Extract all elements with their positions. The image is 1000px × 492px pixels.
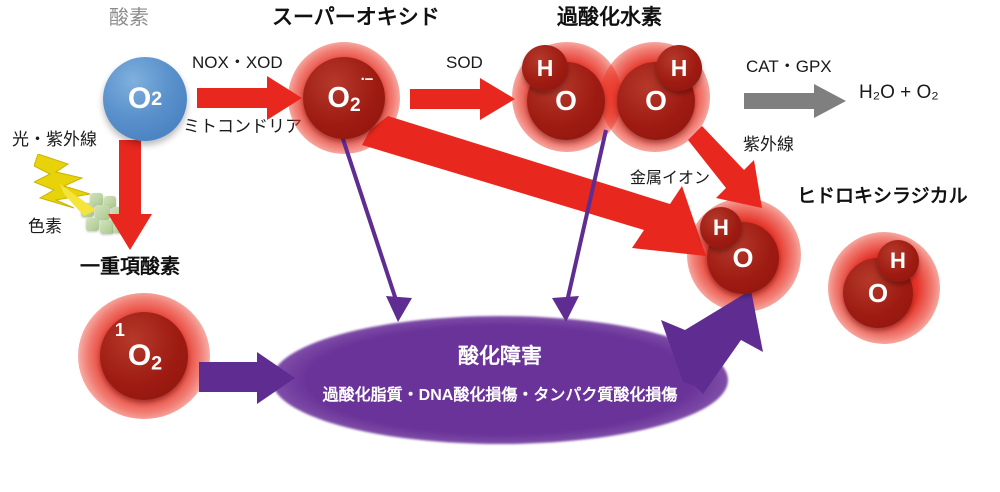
molecule-superoxide-formula: O <box>327 81 350 114</box>
atom-label-h: H <box>890 248 906 273</box>
label-singlet-oxygen-title: 一重項酸素 <box>80 256 180 278</box>
singlet-formula: O <box>127 339 152 372</box>
peroxide-hydrogen-right: H <box>656 45 702 91</box>
atom-label-h: H <box>536 54 554 81</box>
atom-label-h: H <box>713 215 729 240</box>
pigment-block <box>86 218 99 231</box>
pigment-block <box>100 220 114 234</box>
label-hydroxyl-radical-title: ヒドロキシラジカル <box>797 186 968 207</box>
lightning-bolt-icon <box>32 153 100 227</box>
arrow-oxygen-to-singlet <box>108 140 152 250</box>
atom-label-o: O <box>867 277 889 308</box>
molecule-superoxide: O2 ·− <box>303 57 385 139</box>
oxidative-damage-title: 酸化障害 <box>458 345 542 368</box>
peroxide-hydrogen-left: H <box>522 45 568 91</box>
arrow-superoxide-to-hydroxyl <box>362 116 706 258</box>
label-pigment: 色素 <box>28 217 62 236</box>
molecule-oxygen-formula: O <box>127 82 152 115</box>
arrow-cat-gpx-detox <box>744 84 846 118</box>
label-superoxide-title: スーパーオキシド <box>272 6 440 29</box>
label-products-water-oxygen: H₂O + O₂ <box>859 82 939 103</box>
label-hydrogen-peroxide-title: 過酸化水素 <box>557 6 662 29</box>
arrow-singlet-to-damage <box>199 352 295 404</box>
label-nox-xod: NOX・XOD <box>192 53 283 72</box>
label-uv: 紫外線 <box>743 135 794 154</box>
atom-label-o: O <box>555 85 577 116</box>
arrow-oxygen-to-superoxide <box>197 76 302 120</box>
arrow-peroxide-to-damage <box>522 129 622 330</box>
atom-label-h: H <box>670 54 688 81</box>
hydroxyl-hydrogen-right: H <box>877 240 919 282</box>
arrow-uv-to-hydroxyl <box>688 126 778 222</box>
atom-label-o: O <box>732 242 754 273</box>
oxidative-damage-text: 酸化障害 過酸化脂質・DNA酸化損傷・タンパク質酸化損傷 <box>272 340 728 405</box>
arrow-superoxide-to-damage <box>336 129 436 330</box>
atom-label-o: O <box>645 85 667 116</box>
pigment-block <box>90 193 103 206</box>
arrow-superoxide-to-peroxide <box>410 78 515 120</box>
label-light-uv: 光・紫外線 <box>12 130 97 149</box>
label-cat-gpx: CAT・GPX <box>746 57 832 76</box>
label-metal-ion: 金属イオン <box>630 170 711 187</box>
pigment-block <box>95 205 110 220</box>
oxidative-damage-detail: 過酸化脂質・DNA酸化損傷・タンパク質酸化損傷 <box>322 387 678 404</box>
label-mitochondria: ミトコンドリア <box>183 117 302 136</box>
oxidative-damage-ellipse <box>272 316 728 444</box>
arrow-hydroxyl-to-damage <box>645 290 765 400</box>
molecule-singlet-oxygen: 1 O2 <box>100 312 188 400</box>
singlet-subscript: 2 <box>151 352 163 375</box>
hydroxyl-hydrogen-left: H <box>700 207 742 249</box>
label-sod: SOD <box>446 53 483 72</box>
label-oxygen-title: 酸素 <box>109 7 149 29</box>
molecule-superoxide-subscript: 2 <box>349 94 361 116</box>
